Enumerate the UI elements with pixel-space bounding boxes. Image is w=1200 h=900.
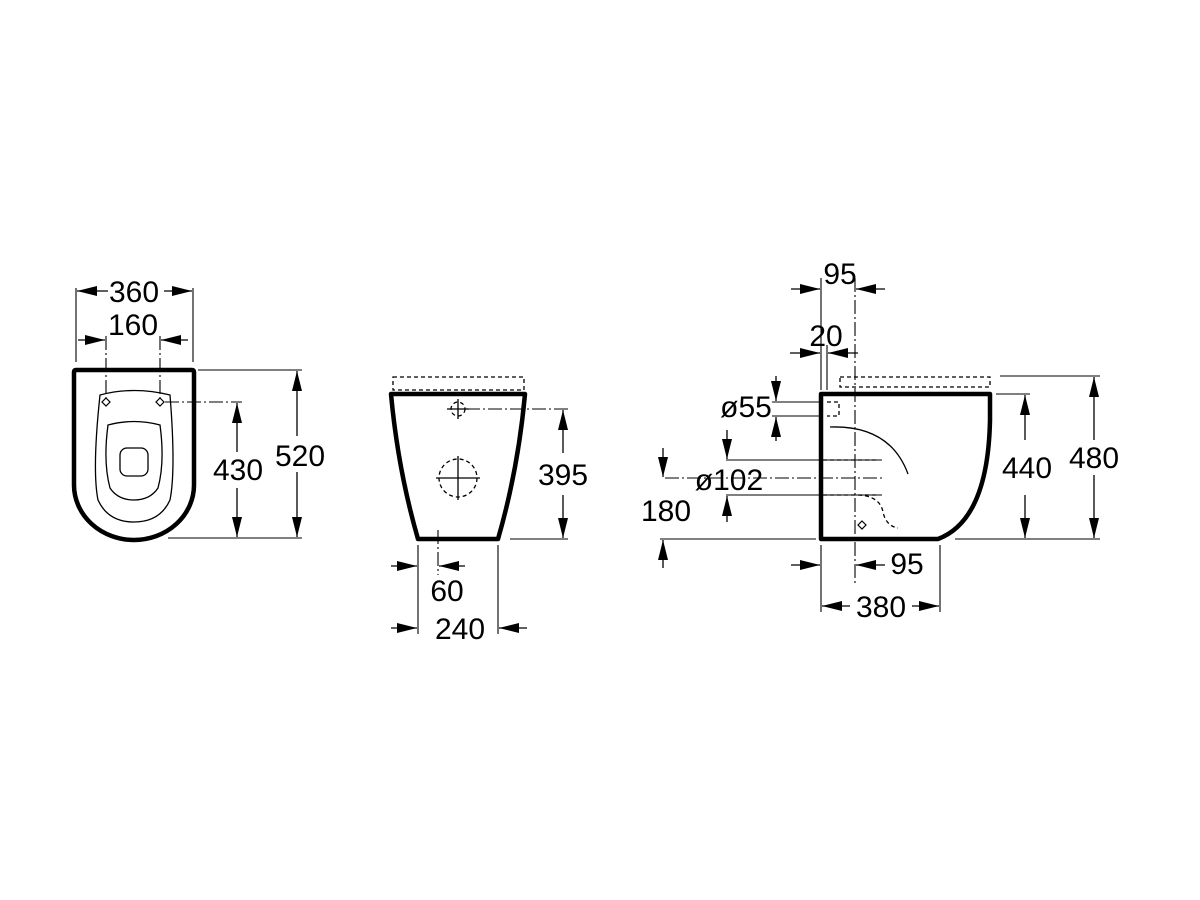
side-view-inlet-dashed [827, 401, 840, 417]
front-view-upper-fixing-mark [447, 399, 469, 419]
top-view-outline [71, 367, 197, 543]
top-view-fixing-mark-left [101, 397, 111, 407]
side-view-seat-dashed [839, 376, 991, 388]
dim-label-95-bottom: 95 [890, 548, 923, 581]
front-view-seat-dashed [392, 376, 525, 391]
dim-label-395: 395 [538, 459, 588, 492]
top-view: 360 160 430 520 [71, 276, 325, 543]
dim-label-430: 430 [213, 454, 263, 487]
dim-label-380: 380 [856, 591, 906, 624]
dim-label-520: 520 [275, 440, 325, 473]
top-view-seat-opening [105, 420, 163, 501]
top-view-fixing-mark-right [155, 397, 165, 407]
dim-label-160: 160 [108, 309, 158, 342]
dim-label-d55: ø55 [720, 391, 772, 424]
dim-label-60: 60 [430, 575, 463, 608]
dim-label-180: 180 [641, 495, 691, 528]
dim-label-440: 440 [1002, 452, 1052, 485]
front-view: 395 60 240 [388, 376, 588, 646]
dim-label-240: 240 [435, 613, 485, 646]
dim-label-480: 480 [1069, 442, 1119, 475]
top-view-drain [119, 447, 149, 477]
dim-label-95-top: 95 [823, 258, 856, 291]
side-view: 95 20 ø55 ø102 180 95 380 440 480 [641, 258, 1119, 624]
dim-label-d102: ø102 [695, 464, 763, 497]
front-view-outlet-mark [436, 456, 480, 500]
dim-label-20: 20 [809, 320, 842, 353]
side-view-trap-curve [829, 426, 909, 475]
side-view-floor-fixing-mark [857, 520, 867, 530]
dim-label-360: 360 [109, 276, 159, 309]
top-view-seat-inner [94, 389, 174, 523]
